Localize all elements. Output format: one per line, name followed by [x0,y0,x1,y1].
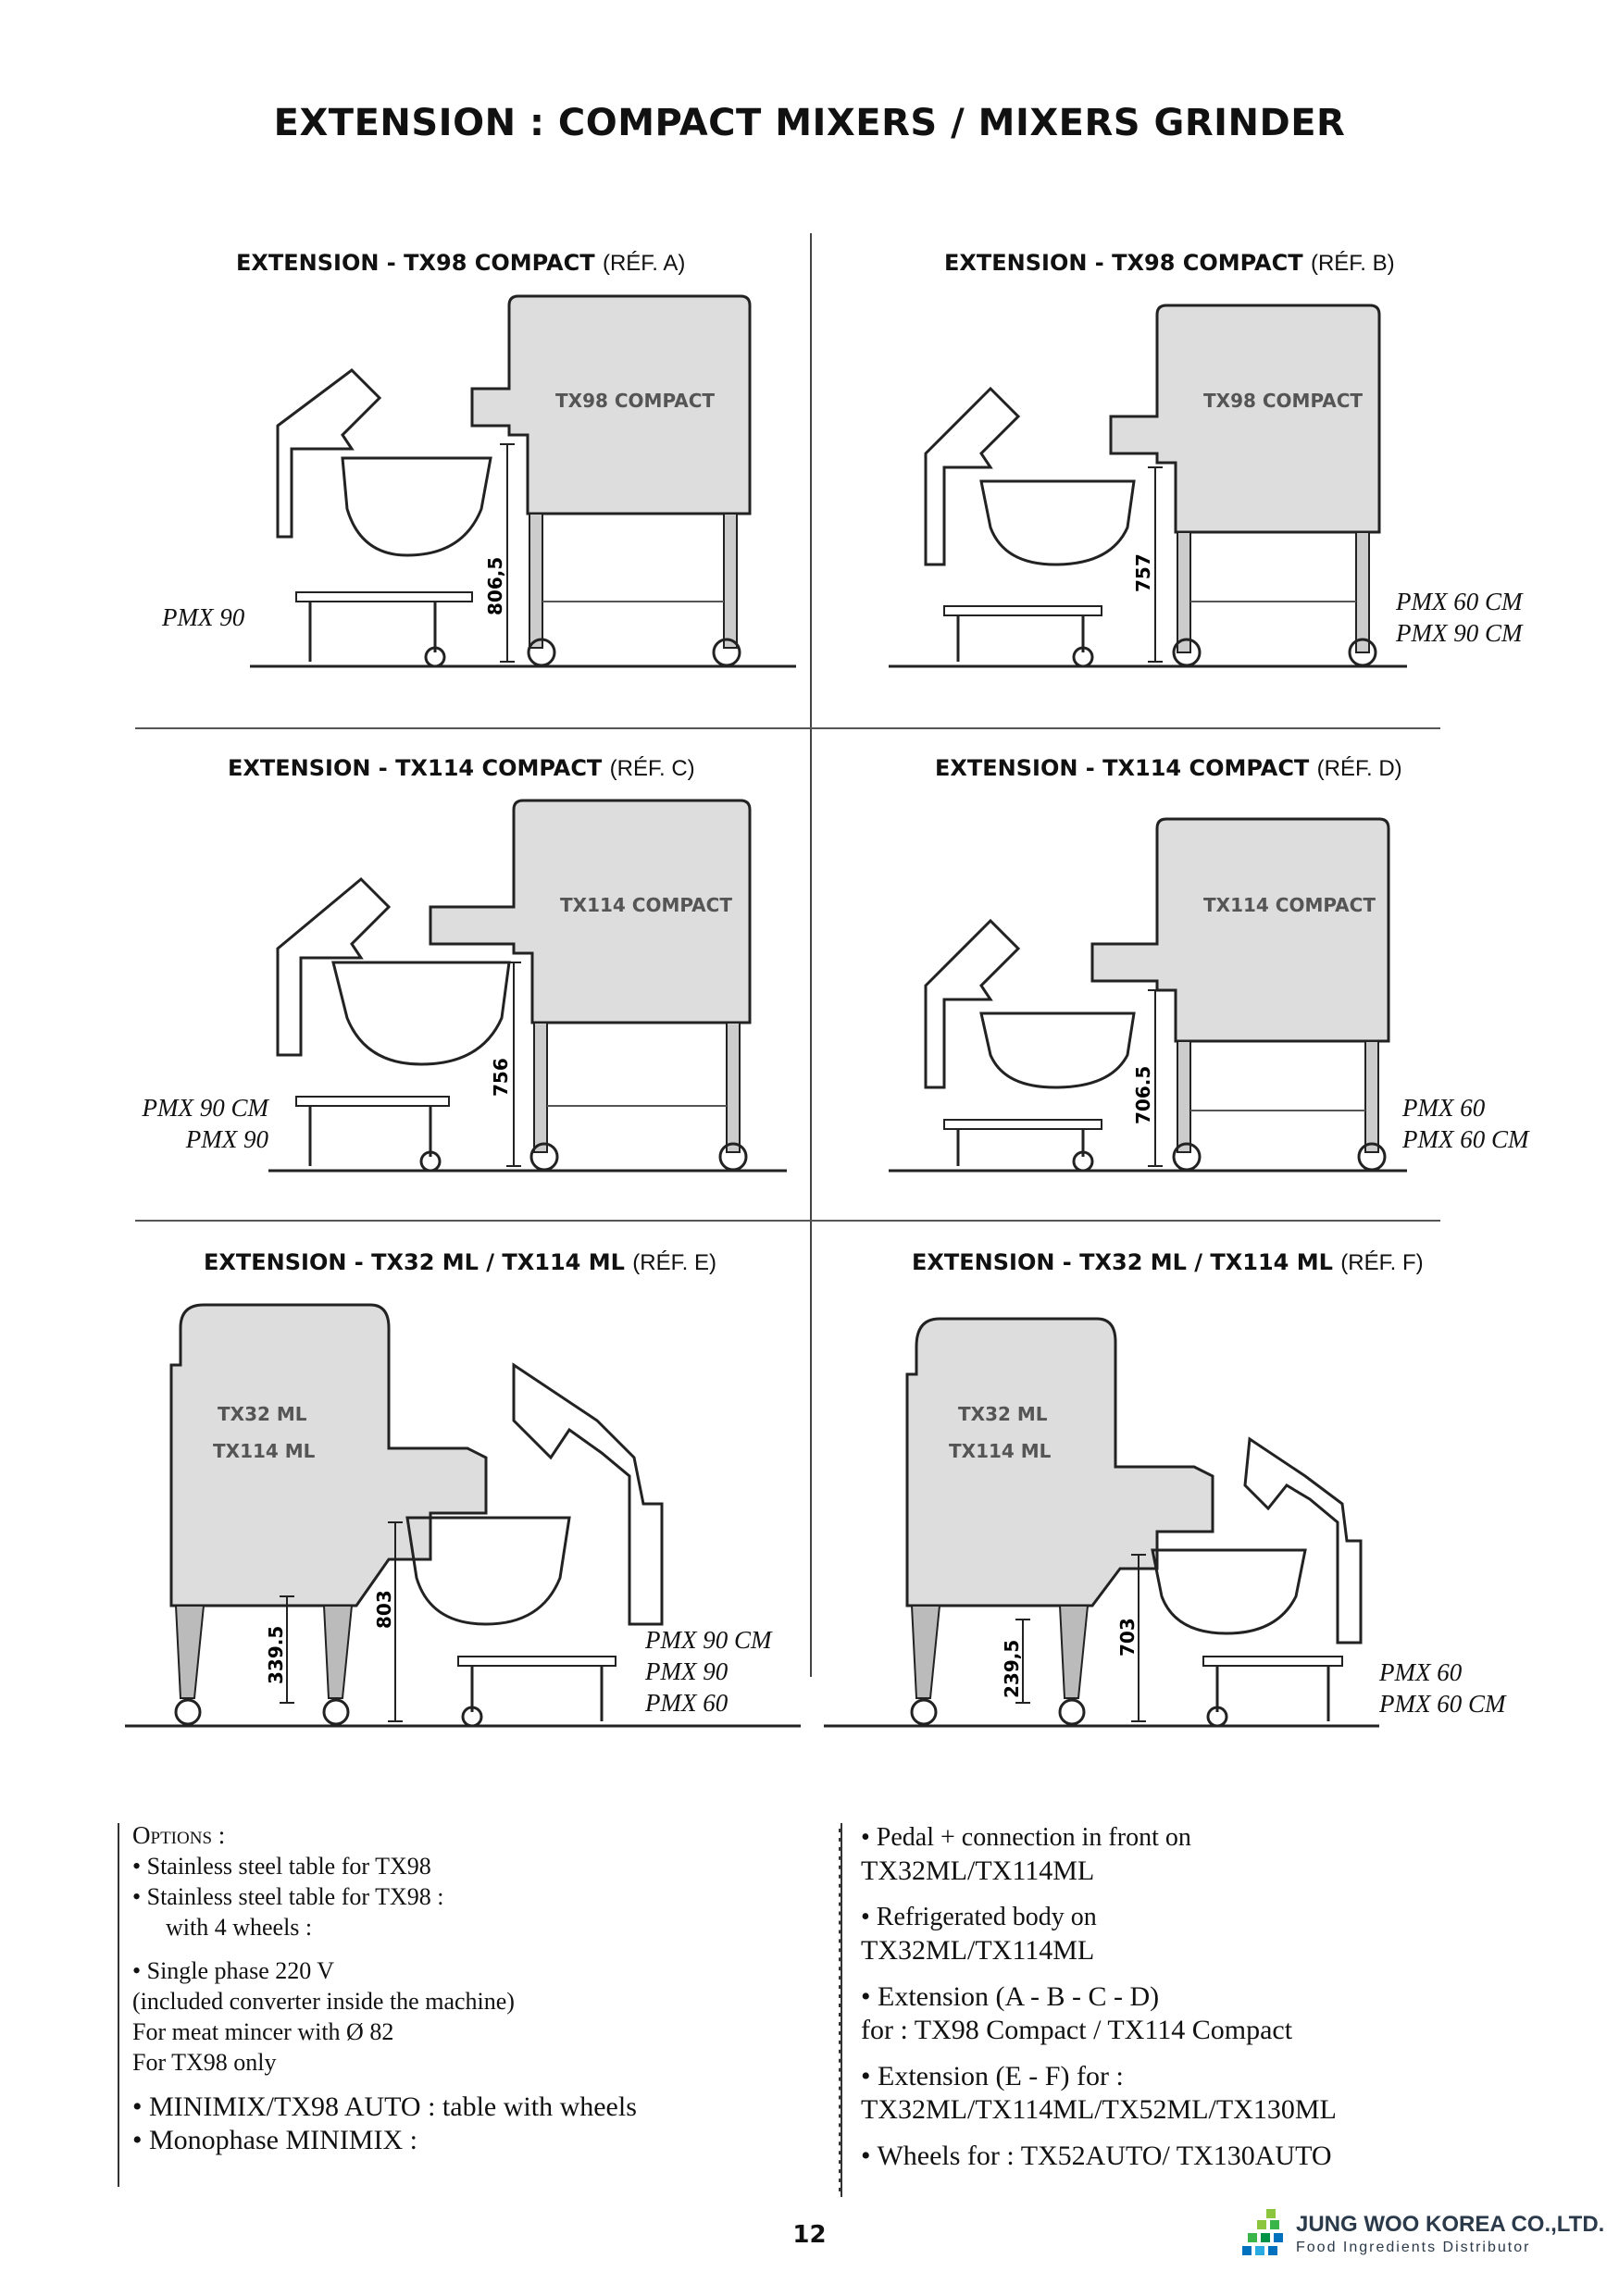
panel-b-title: EXTENSION - TX98 COMPACT (RÉF. B) [944,250,1395,276]
options-left-rule [118,1823,119,2187]
option-item: • Stainless steel table for TX98 [132,1853,431,1880]
panel-c-dimension: 756 [490,1058,512,1097]
panel-a-title: EXTENSION - TX98 COMPACT (RÉF. A) [236,250,686,276]
panel-e-title: EXTENSION - TX32 ML / TX114 ML (RÉF. E) [204,1249,716,1275]
option-item: for : TX98 Compact / TX114 Compact [861,2015,1293,2045]
company-tagline: Food Ingredients Distributor [1296,2240,1531,2255]
option-item: (included converter inside the machine) [132,1988,515,2015]
option-item: • Stainless steel table for TX98 : [132,1883,444,1910]
panel-a-models: PMX 90 [162,603,245,631]
options-heading: Options : [132,1821,226,1849]
company-name: JUNG WOO KOREA CO.,LTD. [1296,2212,1605,2237]
panel-f-title: EXTENSION - TX32 ML / TX114 ML (RÉF. F) [912,1249,1424,1275]
panel-f-figure: TX32 ML TX114 ML 239,5 703 [824,1317,1379,1728]
option-item: For TX98 only [132,2049,277,2076]
panel-c-machine-label: TX114 COMPACT [560,894,732,916]
panel-d-title: EXTENSION - TX114 COMPACT (RÉF. D) [935,755,1402,781]
panel-d-dimension: 706.5 [1132,1066,1154,1124]
panel-a-dimension: 806,5 [484,557,506,615]
option-item: • Refrigerated body on [861,1903,1097,1931]
panel-f-dimension: 703 [1116,1618,1139,1657]
panel-e-machine-label-1: TX32 ML [218,1403,307,1425]
panel-e-figure: TX32 ML TX114 ML 339.5 803 [125,1303,801,1728]
option-item: • Monophase MINIMIX : [132,2125,417,2155]
panel-f-dimension-small: 239,5 [1001,1640,1023,1698]
options-right: • Pedal + connection in front on TX32ML/… [861,1821,1564,2173]
option-item: • Wheels for : TX52AUTO/ TX130AUTO [861,2141,1332,2171]
panel-b-figure: TX98 COMPACT 757 [889,304,1407,668]
option-item: • Pedal + connection in front on [861,1823,1191,1852]
page-title: EXTENSION : COMPACT MIXERS / MIXERS GRIN… [273,102,1346,144]
option-item: TX32ML/TX114ML [861,1935,1095,1966]
panel-b-dimension: 757 [1132,553,1154,592]
panel-a-machine-label: TX98 COMPACT [555,390,715,412]
options-right-rule [839,1823,842,2197]
company-logo-icon [1242,2209,1283,2255]
option-item: • Extension (A - B - C - D) [861,1981,1160,2012]
option-item: • MINIMIX/TX98 AUTO : table with wheels [132,2091,637,2122]
option-item: • Single phase 220 V [132,1957,335,1984]
page-number: 12 [792,2221,827,2249]
panel-d-machine-label: TX114 COMPACT [1203,894,1376,916]
option-item: TX32ML/TX114ML [861,1855,1095,1886]
panel-d-figure: TX114 COMPACT 706.5 [889,817,1407,1173]
panel-e-dimension: 803 [373,1590,395,1629]
row-divider-1 [135,727,1440,729]
panel-f-machine-label-1: TX32 ML [958,1403,1048,1425]
panel-a-figure: TX98 COMPACT 806,5 [250,294,796,668]
panel-c-title: EXTENSION - TX114 COMPACT (RÉF. C) [228,755,695,781]
center-divider [810,233,812,1677]
panel-b-machine-label: TX98 COMPACT [1203,390,1363,412]
panel-e-machine-label-2: TX114 ML [213,1440,316,1462]
panel-c-figure: TX114 COMPACT 756 [268,799,787,1173]
option-item: with 4 wheels : [166,1914,313,1941]
option-item: For meat mincer with Ø 82 [132,2018,394,2045]
option-item: • Extension (E - F) for : [861,2061,1124,2091]
row-divider-2 [135,1220,1440,1222]
option-item: TX32ML/TX114ML/TX52ML/TX130ML [861,2094,1337,2125]
panel-f-machine-label-2: TX114 ML [949,1440,1052,1462]
options-left: Options : • Stainless steel table for TX… [132,1820,780,2157]
panel-e-dimension-small: 339.5 [265,1626,287,1684]
